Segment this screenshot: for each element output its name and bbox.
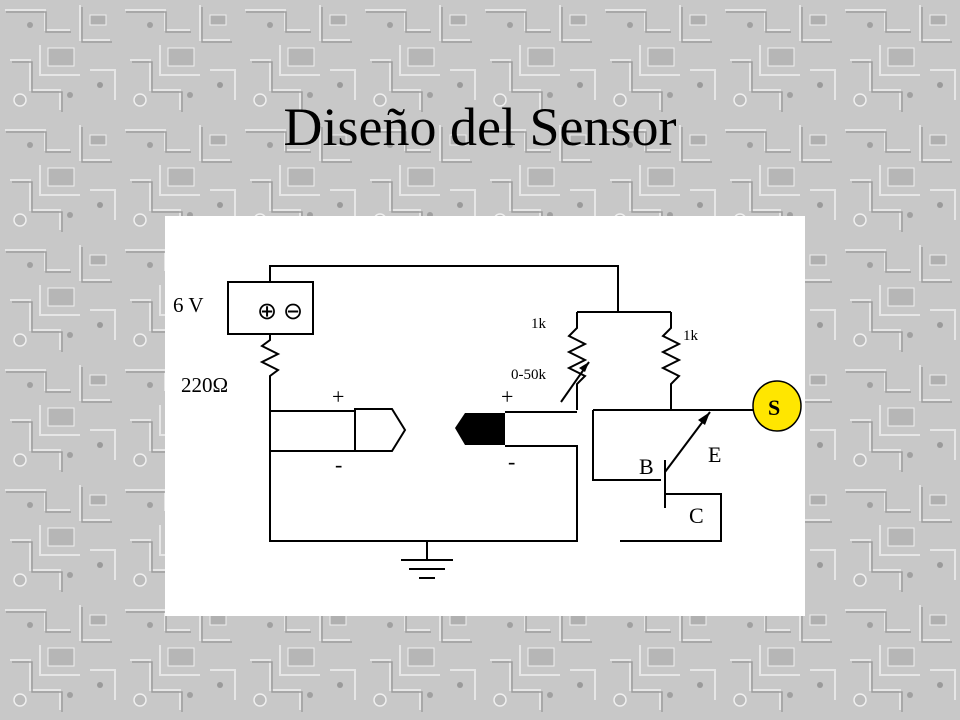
- sensor-output-label: S: [768, 395, 780, 420]
- transistor-emitter-label: E: [708, 442, 721, 467]
- right-plus-label: +: [501, 384, 513, 409]
- right-minus-label: -: [508, 449, 515, 474]
- resistor-1k-left-symbol: [566, 312, 588, 410]
- left-connector-wires: [269, 408, 578, 542]
- slide-title: Diseño del Sensor: [283, 97, 677, 157]
- base-wire: [592, 410, 661, 481]
- transistor-collector-label: C: [689, 503, 704, 528]
- top-wire: [269, 265, 619, 312]
- potentiometer-arrowhead-icon: [579, 362, 589, 372]
- battery-plus-icon: ⊕: [257, 299, 277, 325]
- potentiometer-label: 0-50k: [511, 367, 546, 383]
- circuit-diagram: 6 V ⊕ ⊖ 220Ω + - + - 1k 1k 0-50k: [173, 265, 802, 579]
- left-minus-label: -: [335, 452, 342, 477]
- battery-voltage-label: 6 V: [173, 293, 204, 317]
- male-plug-icon: [354, 408, 407, 452]
- transistor-collector-lead: [620, 493, 722, 542]
- sensor-output-icon: [752, 380, 802, 432]
- left-plus-label: +: [332, 384, 344, 409]
- circuit-diagram-panel: 6 V ⊕ ⊖ 220Ω + - + - 1k 1k 0-50k: [165, 216, 805, 616]
- transistor-base-label: B: [639, 454, 654, 479]
- resistor-220-label: 220Ω: [181, 373, 228, 397]
- battery-minus-icon: ⊖: [283, 299, 303, 325]
- resistor-1k-right-symbol: [660, 312, 682, 410]
- female-jack-icon: [455, 413, 505, 445]
- resistor-1k-right-label: 1k: [683, 328, 699, 344]
- emitter-arrow-icon: [698, 412, 710, 425]
- resistor-220-symbol: [259, 334, 281, 408]
- resistor-1k-left-label: 1k: [531, 316, 547, 332]
